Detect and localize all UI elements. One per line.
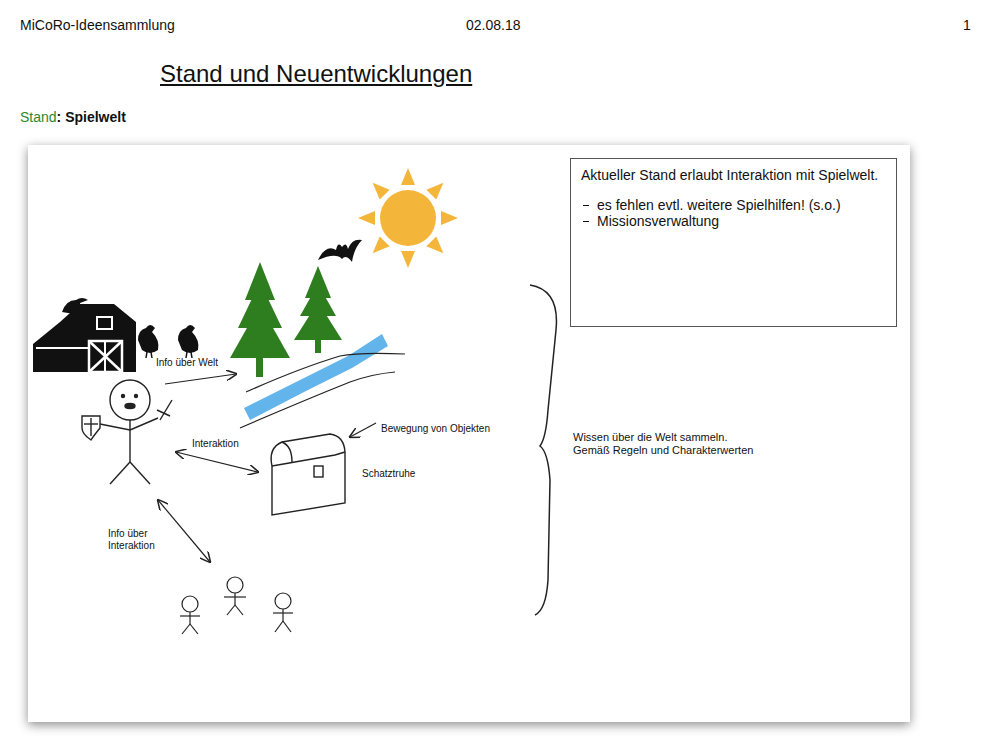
bullet-item: es fehlen evtl. weitere Spielhilfen! (s.… — [581, 197, 886, 213]
object-label: Schatztruhe — [362, 468, 415, 480]
bullet-text: es fehlen evtl. weitere Spielhilfen! (s.… — [597, 197, 841, 213]
curly-brace — [530, 285, 556, 615]
stick-figure — [82, 380, 172, 484]
brace-label: Wissen über die Welt sammeln. Gemäß Rege… — [573, 431, 759, 457]
bullet-dash — [583, 205, 589, 206]
arrow-label: Info über Interaktion — [108, 528, 186, 552]
note-box: Aktueller Stand erlaubt Interaktion mit … — [570, 158, 897, 327]
arrow-label: Interaktion — [192, 438, 239, 450]
header-date: 02.08.18 — [466, 17, 521, 34]
bullet-dash — [583, 221, 589, 222]
stick-figure — [180, 577, 293, 634]
arrow — [158, 374, 376, 562]
arrow-label: Info über Welt — [156, 357, 218, 369]
section-status: Stand — [20, 109, 57, 126]
header-text: MiCoRo-Ideensammlung — [20, 17, 175, 34]
sun — [358, 168, 458, 268]
bat — [318, 240, 362, 262]
bullet-item: Missionsverwaltung — [581, 213, 886, 229]
chicken — [138, 325, 198, 358]
treasure-chest — [271, 434, 345, 515]
river — [240, 334, 405, 428]
tree — [230, 262, 342, 377]
arrow-label: Bewegung von Objekten — [381, 423, 490, 435]
note-text: Aktueller Stand erlaubt Interaktion mit … — [581, 167, 886, 183]
page-title: Stand und Neuentwicklungen — [160, 60, 472, 89]
barn — [33, 298, 136, 372]
page-number: 1 — [963, 17, 971, 34]
bullet-text: Missionsverwaltung — [597, 213, 719, 229]
section-heading: : Spielwelt — [57, 109, 126, 126]
